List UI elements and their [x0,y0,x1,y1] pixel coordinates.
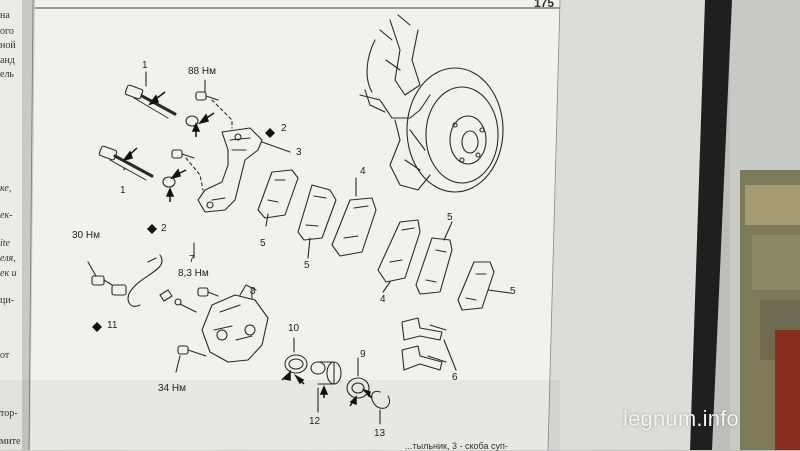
part-number: 3 [296,147,302,158]
torque-label-30: 30 Нм [72,230,100,241]
caliper-body [201,284,269,363]
part-number: 12 [309,416,321,427]
left-text-fragment: тор- [0,408,18,419]
left-text-fragment: ци- [0,295,15,306]
part-number: 6 [452,372,458,383]
left-text-fragment: от [0,350,10,361]
bracket-bolts [162,91,219,188]
part-number: 9 [360,349,366,360]
brake-hose [91,254,163,307]
set-ring [371,390,391,409]
brake-pad [377,219,421,283]
figure-caption: ...тыльник, 3 - скоба суп- [405,441,508,451]
left-text-fragment: на [0,10,10,21]
pad-support-plate [401,317,447,371]
caliper-mounting-bolt [177,345,207,357]
part-number: 2 [161,223,167,234]
page-number: 175 [534,0,555,10]
anti-squeal-shim [457,261,495,311]
arrow-markers [122,91,373,407]
part-number: 8 [250,286,256,297]
torque-label-8-3: 8,3 Нм [178,268,209,279]
torque-label-34: 34 Нм [158,383,186,394]
part-number: 5 [260,238,266,249]
bleeder-parts [159,287,219,313]
anti-squeal-shim [257,169,299,219]
part-number: 11 [107,320,118,331]
part-number: 5 [447,212,453,223]
dust-boot [284,354,308,374]
part-number: 13 [374,428,386,439]
anti-squeal-shim [297,184,337,241]
anti-squeal-shim [415,237,453,295]
part-number: 1 [120,185,126,196]
brake-pad [331,197,377,257]
left-text-fragment: ite [0,238,10,249]
left-text-fragment: еля, [0,253,16,264]
piston-seal [346,377,370,399]
left-text-fragment: мите [0,436,21,447]
caliper-piston [310,361,342,385]
watermark: legnum.info [623,406,739,431]
left-text-fragment: ого [0,26,14,37]
left-text-fragment: ек- [0,210,13,221]
left-text-fragment: ке, [0,183,12,194]
part-number: 5 [510,286,516,297]
part-number: 5 [304,260,310,271]
diamond-markers [92,128,275,332]
part-number: 4 [360,166,366,177]
part-number: 1 [142,60,148,71]
part-number: 2 [281,123,287,134]
left-text-fragment: ель [0,69,14,80]
part-number: 4 [380,294,386,305]
left-text-fragment: анд [0,55,15,66]
part-number: 7 [189,254,195,265]
caliper-bracket [197,127,263,213]
left-text-fragment: ной [0,40,16,51]
guide-bolt-lower [98,145,154,181]
left-text-fragment: ек и [0,268,17,279]
guide-bolt-upper [124,84,177,119]
torque-label-88: 88 Нм [188,66,216,77]
brake-disc-hub-illustration [359,14,504,193]
part-number: 10 [288,323,300,334]
